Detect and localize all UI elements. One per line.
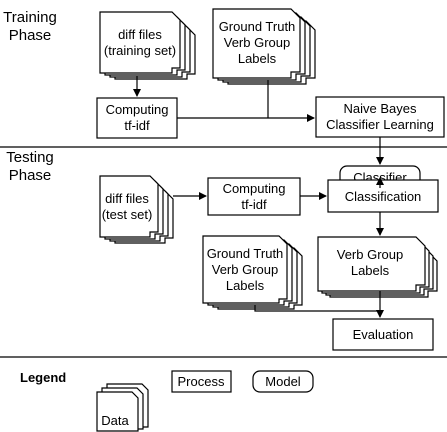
- classification-node: Classification: [327, 179, 439, 213]
- training-connectors: [133, 76, 315, 122]
- verb-group-labels-node: Verb Group Labels: [317, 236, 438, 298]
- test-tfidf-node: Computing tf-idf: [207, 177, 301, 216]
- legend-title: Legend: [20, 370, 66, 385]
- svg-text:Verb Group: Verb Group: [337, 247, 404, 262]
- svg-text:Phase: Phase: [9, 167, 52, 184]
- svg-text:Computing: Computing: [223, 181, 286, 196]
- testing-phase-label: Testing Phase: [6, 149, 54, 184]
- svg-text:Verb Group: Verb Group: [212, 262, 279, 277]
- training-diff-files-node: diff files (training set): [99, 11, 196, 80]
- svg-text:Ground Truth: Ground Truth: [207, 246, 284, 261]
- svg-text:Training: Training: [3, 9, 57, 26]
- svg-text:tf-idf: tf-idf: [241, 197, 267, 212]
- svg-text:Labels: Labels: [226, 278, 265, 293]
- svg-text:Labels: Labels: [351, 263, 390, 278]
- svg-text:Phase: Phase: [9, 27, 52, 44]
- svg-text:Data: Data: [101, 413, 129, 428]
- svg-text:Computing: Computing: [106, 102, 169, 117]
- svg-text:Classifier Learning: Classifier Learning: [326, 117, 434, 132]
- svg-text:Naive Bayes: Naive Bayes: [344, 101, 417, 116]
- svg-text:Ground Truth: Ground Truth: [219, 19, 296, 34]
- training-phase-label: Training Phase: [3, 9, 57, 44]
- legend-data-item: Data: [96, 383, 149, 432]
- svg-text:diff files: diff files: [105, 191, 149, 206]
- legend-model-item: Model: [252, 370, 314, 393]
- svg-text:(training set): (training set): [104, 43, 176, 58]
- test-diff-files-node: diff files (test set): [99, 175, 174, 244]
- svg-text:tf-idf: tf-idf: [124, 118, 150, 133]
- evaluation-node: Evaluation: [332, 318, 434, 351]
- test-ground-truth-node: Ground Truth Verb Group Labels: [202, 235, 303, 310]
- testing-connectors: [173, 137, 384, 318]
- svg-text:Process: Process: [178, 374, 225, 389]
- svg-text:Labels: Labels: [238, 51, 277, 66]
- svg-text:(test set): (test set): [102, 207, 153, 222]
- legend-process-item: Process: [171, 370, 232, 393]
- svg-text:Classification: Classification: [345, 189, 422, 204]
- svg-text:Model: Model: [265, 374, 301, 389]
- svg-text:Evaluation: Evaluation: [353, 327, 414, 342]
- svg-text:Testing: Testing: [6, 149, 54, 166]
- line-gt-to-evaluation: [254, 305, 380, 312]
- naive-bayes-node: Naive Bayes Classifier Learning: [315, 96, 445, 138]
- svg-text:Verb Group: Verb Group: [224, 35, 291, 50]
- training-ground-truth-node: Ground Truth Verb Group Labels: [212, 8, 316, 85]
- svg-text:diff files: diff files: [118, 27, 162, 42]
- training-tfidf-node: Computing tf-idf: [96, 97, 178, 139]
